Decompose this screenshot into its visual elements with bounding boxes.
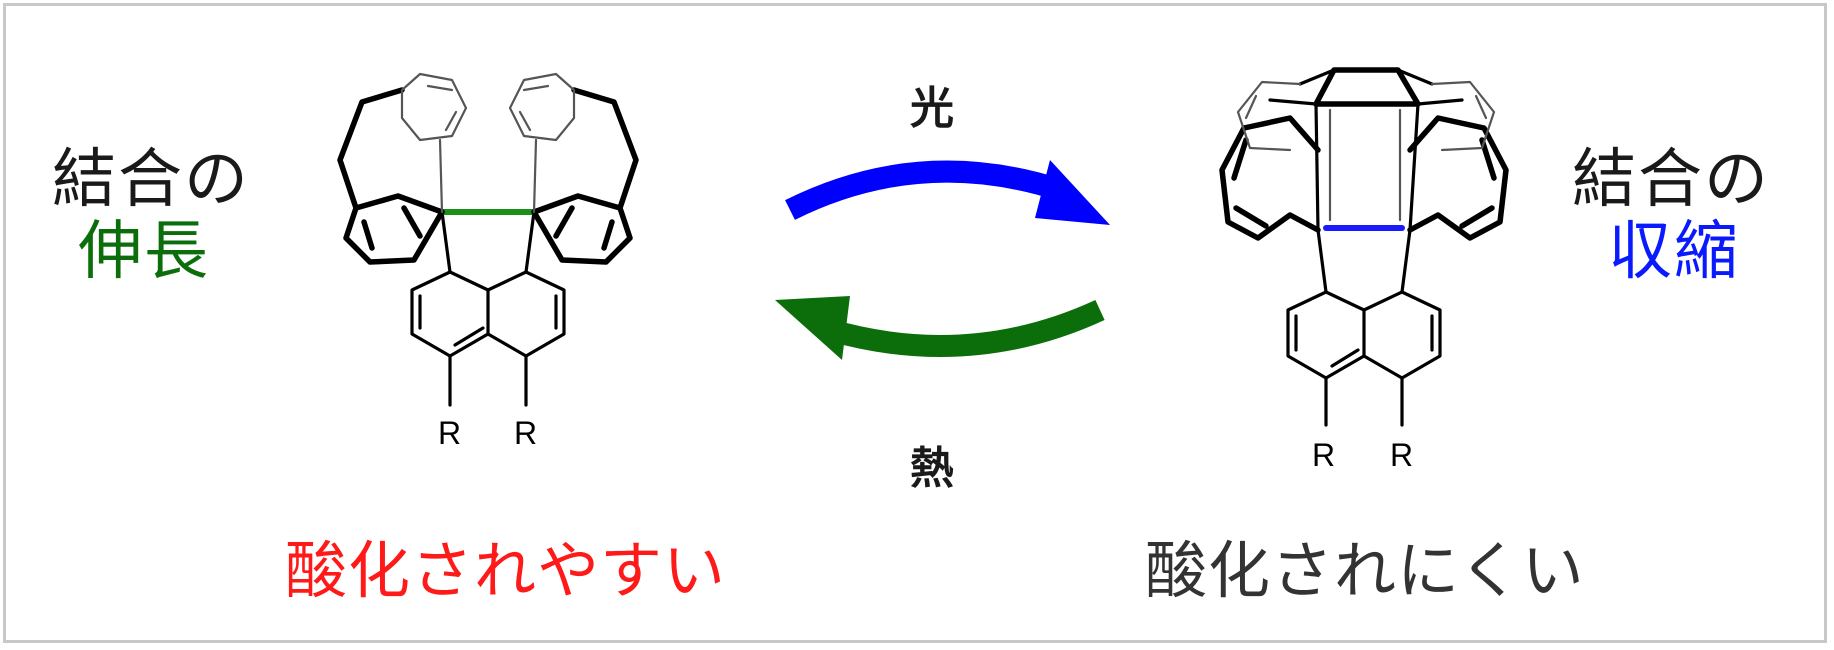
right-molecule: R R (1219, 67, 1509, 473)
left-molecule: R R (337, 72, 639, 451)
right-substituent-r2: R (1390, 437, 1413, 473)
forward-arrow-light (785, 160, 1110, 225)
left-substituent-r2: R (514, 415, 537, 451)
right-substituent-r1: R (1312, 437, 1335, 473)
heat-label: 熱 (910, 443, 954, 494)
left-substituent-r1: R (438, 415, 461, 451)
right-label-line1: 結合の (1572, 143, 1770, 217)
left-label-line1: 結合の (52, 143, 250, 217)
light-label: 光 (910, 83, 954, 134)
left-label-elongation: 伸長 (78, 215, 210, 289)
right-label-contraction: 収縮 (1608, 215, 1740, 289)
figure-frame (3, 3, 1827, 643)
right-note-hardly-oxidized: 酸化されにくい (1145, 534, 1585, 607)
left-note-easily-oxidized: 酸化されやすい (285, 534, 727, 607)
backward-arrow-heat (775, 296, 1105, 360)
